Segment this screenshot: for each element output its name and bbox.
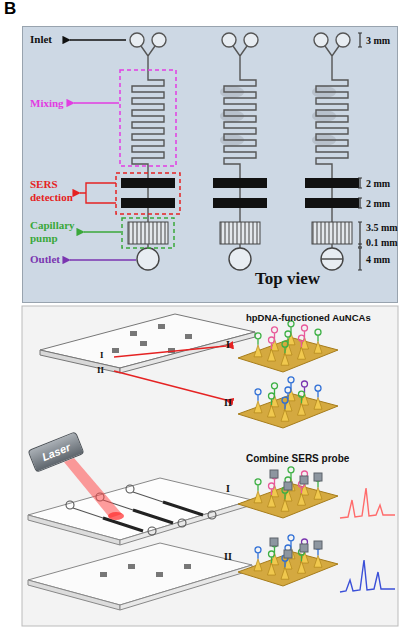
callout-number: II: [224, 396, 232, 409]
zoom-arrow: [114, 371, 226, 400]
outlet-hole: [208, 511, 216, 519]
chip-edge: [120, 500, 252, 545]
chip-pad: [185, 334, 192, 339]
part-label: Outlet: [30, 253, 60, 266]
chip-pads: [100, 564, 191, 577]
chip-edge: [28, 580, 120, 610]
chip-edge: [120, 565, 252, 610]
pointer-arrow: [84, 231, 121, 232]
inlet-hole: [66, 501, 74, 509]
chip-pad: [156, 572, 163, 577]
chip-base: [28, 543, 252, 605]
sers-probes: [270, 470, 322, 490]
chip-pad: [140, 341, 147, 346]
section-title: hpDNA-functioned AuNCAs: [246, 311, 371, 324]
dimension: 2 mm: [366, 197, 390, 210]
inlet-hole: [126, 485, 134, 493]
callout-number: I: [100, 349, 104, 362]
pointer-arrow: [70, 39, 126, 40]
chip-pad: [130, 331, 137, 336]
pointer-arrow: [74, 102, 119, 103]
chip-pad: [158, 324, 165, 329]
callout-number: I: [226, 338, 230, 351]
dimension: 0.1 mm: [366, 236, 398, 249]
panel-title: Top view: [255, 269, 320, 289]
chip-edge: [120, 332, 255, 373]
callout-number: I: [226, 482, 230, 495]
pump-frame: [122, 218, 174, 248]
callout-number: II: [224, 550, 232, 563]
part-label: Capillary pump: [30, 219, 82, 245]
hairpin-set: [255, 321, 321, 353]
chip-channels: [66, 485, 216, 535]
hairpin-set: [255, 535, 321, 567]
sers-probes: [270, 538, 322, 558]
chip-pad: [112, 348, 119, 353]
panel-letter: B: [4, 2, 16, 15]
outlet-hole: [148, 527, 156, 535]
dimension: 3.5 mm: [366, 221, 398, 234]
hairpin-set: [255, 377, 321, 409]
zoom-arrow: [114, 346, 226, 357]
part-label: Mixing: [30, 97, 64, 110]
chip-pad: [184, 564, 191, 569]
section-title: Combine SERS probe: [246, 452, 349, 465]
laser-beam: [64, 458, 122, 518]
outlet-hole: [178, 519, 186, 527]
chip-edge: [40, 350, 120, 373]
pointer-arrow: [70, 259, 136, 260]
laser-spot: [108, 512, 124, 520]
chip-pad: [100, 572, 107, 577]
laser-label: Laser: [40, 441, 72, 463]
bottom-panel: [22, 306, 398, 626]
chip-pad: [128, 564, 135, 569]
part-label: SERS detection: [30, 178, 78, 204]
outlet-mark: [321, 258, 343, 259]
callout-number: II: [97, 364, 104, 377]
chip-cover: [28, 478, 252, 540]
chip-pads: [112, 324, 192, 353]
dimension: 2 mm: [366, 177, 390, 190]
part-label: Inlet: [30, 33, 52, 46]
dimension: 3 mm: [366, 34, 390, 47]
hairpin-set: [255, 467, 321, 499]
dimension: 4 mm: [366, 253, 390, 266]
sers-spectrum: [340, 560, 395, 592]
sers-spectrum: [340, 488, 395, 518]
